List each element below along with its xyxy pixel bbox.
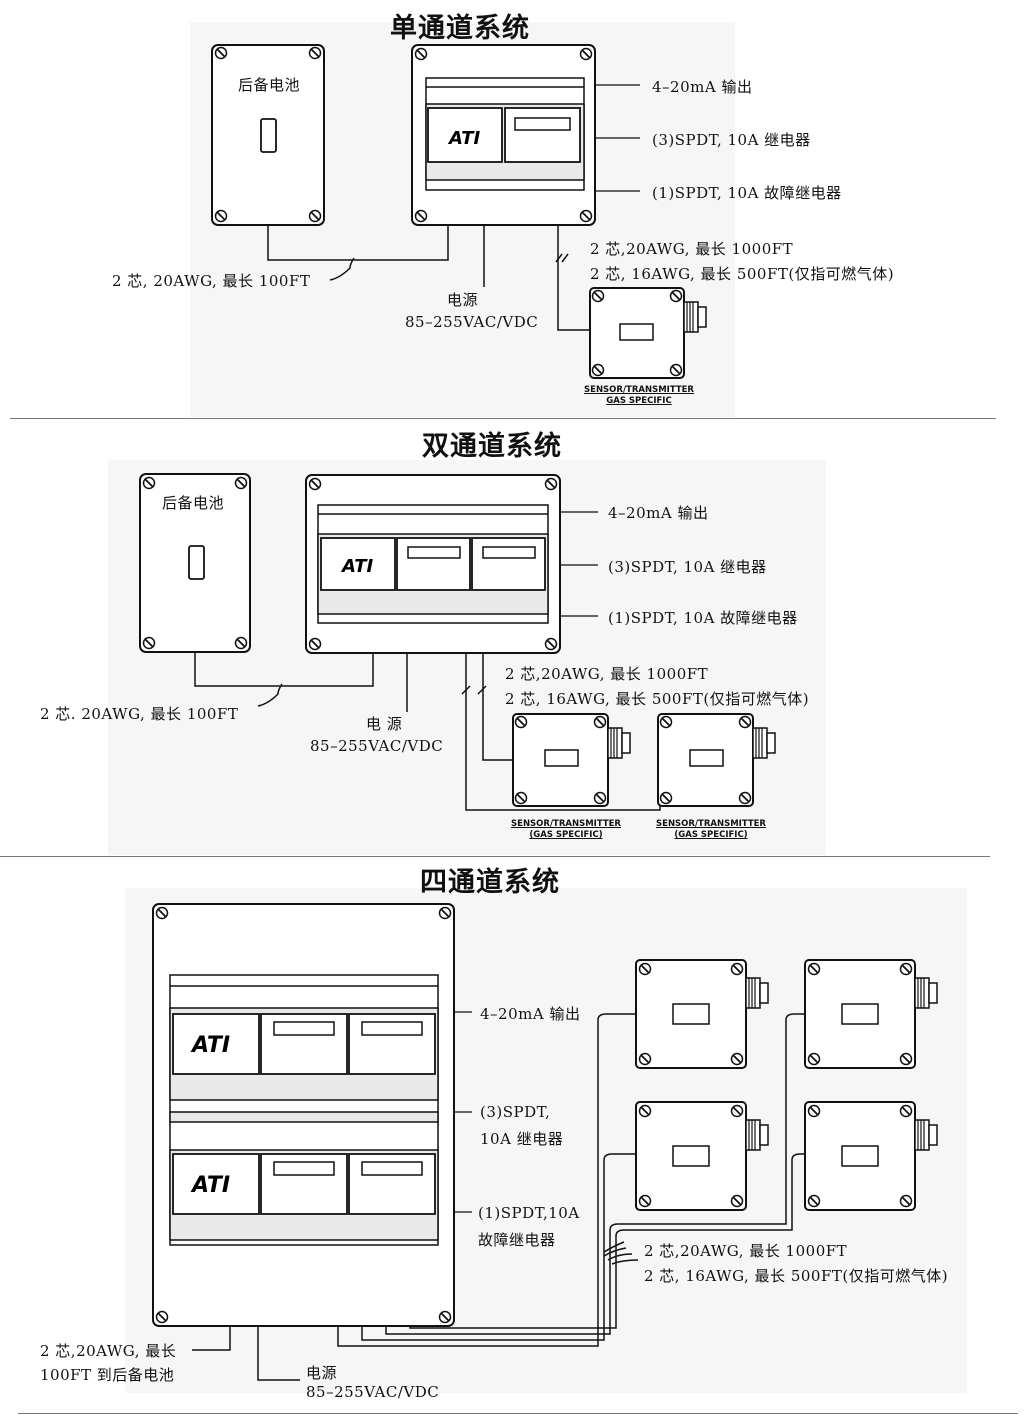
dual-battery-label: 后备电池 [162, 494, 225, 512]
single-sensor-caption-1: SENSOR/TRANSMITTER [584, 385, 694, 395]
dual-battery-box [139, 473, 251, 653]
quad-out-4-20-label: 4–20mA 输出 [480, 1005, 581, 1023]
dual-sensor-b-caption-1: SENSOR/TRANSMITTER [656, 819, 766, 829]
divider-3 [18, 1413, 1018, 1414]
quad-ati-logo-2: ATI [190, 1173, 230, 1198]
dual-cable-sensor-line2: 2 芯, 16AWG, 最长 500FT(仅指可燃气体) [505, 690, 810, 708]
quad-cable-sensor-line2: 2 芯, 16AWG, 最长 500FT(仅指可燃气体) [644, 1267, 949, 1285]
single-out-4-20-label: 4–20mA 输出 [652, 78, 753, 96]
quad-sensor-box-3 [635, 1101, 769, 1211]
dual-out-4-20-label: 4–20mA 输出 [608, 504, 709, 522]
dual-sensor-box-a [512, 713, 631, 807]
quad-sensor-box-4 [804, 1101, 938, 1211]
single-cable-sensor-line2: 2 芯, 16AWG, 最长 500FT(仅指可燃气体) [590, 265, 895, 283]
dual-ati-logo: ATI [340, 556, 373, 577]
dual-wiring [194, 652, 661, 811]
divider-1 [10, 418, 996, 419]
single-ati-logo: ATI [447, 128, 480, 149]
quad-leader-lines [454, 1011, 472, 1213]
quad-relay1-line1: (1)SPDT,10A [478, 1204, 580, 1222]
single-cable-battery-label: 2 芯, 20AWG, 最长 100FT [112, 272, 311, 290]
single-power-label: 电源 [447, 291, 479, 309]
quad-cable-sensor-line1: 2 芯,20AWG, 最长 1000FT [644, 1242, 848, 1260]
single-leader-lines [595, 84, 640, 192]
single-relay3-label: (3)SPDT, 10A 继电器 [652, 131, 811, 149]
divider-2 [0, 856, 990, 857]
single-cable-sensor-line1: 2 芯,20AWG, 最长 1000FT [590, 240, 794, 258]
quad-relay1-line2: 故障继电器 [478, 1231, 556, 1249]
single-sensor-caption: SENSOR/TRANSMITTER GAS SPECIFIC [572, 385, 706, 407]
single-channel-title: 单通道系统 [390, 13, 530, 44]
dual-sensor-b-caption: SENSOR/TRANSMITTER (GAS SPECIFIC) [645, 819, 777, 841]
single-power-voltage: 85–255VAC/VDC [405, 313, 539, 331]
dual-sensor-box-b [657, 713, 776, 807]
single-sensor-box [589, 287, 707, 379]
dual-relay3-label: (3)SPDT, 10A 继电器 [608, 558, 767, 576]
single-relay1-label: (1)SPDT, 10A 故障继电器 [652, 184, 842, 202]
single-controller-box [411, 44, 596, 226]
dual-sensor-a-caption-2: (GAS SPECIFIC) [529, 830, 603, 840]
quad-cable-battery-line2: 100FT 到后备电池 [40, 1366, 175, 1384]
dual-power-label: 电 源 [366, 715, 403, 733]
single-battery-box [211, 44, 325, 226]
quad-relay3-line2: 10A 继电器 [480, 1130, 564, 1148]
quad-controller-box [152, 903, 455, 1327]
dual-sensor-a-caption: SENSOR/TRANSMITTER (GAS SPECIFIC) [500, 819, 632, 841]
quad-cable-battery-line1: 2 芯,20AWG, 最长 [40, 1342, 177, 1360]
dual-channel-title: 双通道系统 [422, 431, 562, 462]
single-wiring [267, 225, 590, 331]
quad-power-voltage: 85–255VAC/VDC [306, 1383, 440, 1401]
dual-power-voltage: 85–255VAC/VDC [310, 737, 444, 755]
quad-sensor-box-1 [635, 959, 769, 1069]
dual-leader-lines [560, 511, 598, 617]
dual-relay1-label: (1)SPDT, 10A 故障继电器 [608, 609, 798, 627]
dual-sensor-a-caption-1: SENSOR/TRANSMITTER [511, 819, 621, 829]
quad-relay3-line1: (3)SPDT, [480, 1103, 551, 1121]
quad-wiring [192, 1013, 806, 1381]
dual-cable-battery-label: 2 芯. 20AWG, 最长 100FT [40, 705, 239, 723]
quad-sensor-box-2 [804, 959, 938, 1069]
single-battery-label: 后备电池 [238, 76, 301, 94]
dual-controller-box [305, 474, 561, 654]
quad-power-label: 电源 [306, 1364, 338, 1382]
dual-sensor-b-caption-2: (GAS SPECIFIC) [674, 830, 748, 840]
quad-ati-logo-1: ATI [190, 1033, 230, 1058]
single-sensor-caption-2: GAS SPECIFIC [606, 396, 672, 406]
quad-channel-title: 四通道系统 [420, 867, 560, 898]
dual-cable-sensor-line1: 2 芯,20AWG, 最长 1000FT [505, 665, 709, 683]
